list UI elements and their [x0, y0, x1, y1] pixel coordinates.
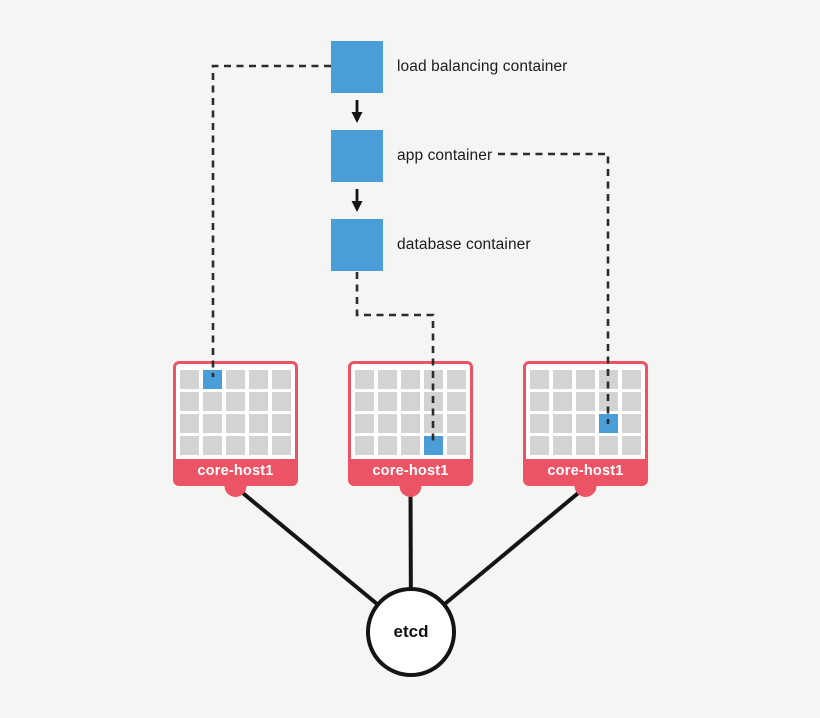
host-grid-cell	[424, 392, 443, 411]
host-grid-cell	[599, 436, 618, 455]
host-grid-cell	[180, 392, 199, 411]
host-box-2: core-host1	[348, 361, 473, 486]
host-grid-cell	[622, 392, 641, 411]
host-grid-cell	[401, 436, 420, 455]
host-grid-cell	[530, 370, 549, 389]
host-grid-cell	[203, 414, 222, 433]
host-grid-cell	[180, 436, 199, 455]
host-grid-cell	[180, 370, 199, 389]
host-grid-cell	[576, 392, 595, 411]
host-grid-cell	[401, 414, 420, 433]
host-grid	[176, 364, 295, 455]
host-grid-cell	[530, 414, 549, 433]
host-grid-cell	[272, 414, 291, 433]
host-grid	[526, 364, 645, 455]
host-grid-cell	[203, 436, 222, 455]
host-grid-cell	[447, 414, 466, 433]
database-container-label: database container	[397, 236, 531, 253]
host-grid-cell	[355, 436, 374, 455]
host-grid-cell	[378, 370, 397, 389]
host-grid-cell	[424, 414, 443, 433]
host-name-banner: core-host1	[351, 459, 470, 483]
load-balancing-container-label: load balancing container	[397, 58, 568, 75]
app-container-label: app container	[397, 147, 493, 164]
host-grid-cell	[622, 414, 641, 433]
host-grid-cell	[249, 436, 268, 455]
host-grid-cell	[272, 392, 291, 411]
host-grid-cell	[249, 414, 268, 433]
host-box-1: core-host1	[173, 361, 298, 486]
host-grid-cell	[226, 414, 245, 433]
host-grid-cell	[622, 370, 641, 389]
host-grid-cell	[249, 392, 268, 411]
host-grid-cell	[355, 414, 374, 433]
host-grid-cell	[378, 436, 397, 455]
host-grid-cell	[530, 436, 549, 455]
host-grid-cell	[553, 414, 572, 433]
host-grid-cell	[272, 370, 291, 389]
host-grid-cell	[576, 414, 595, 433]
host-name-banner: core-host1	[176, 459, 295, 483]
host-grid-cell	[576, 436, 595, 455]
app-container-square	[331, 130, 383, 182]
etcd-label: etcd	[393, 622, 429, 641]
host-grid-cell	[553, 436, 572, 455]
host-box-3: core-host1	[523, 361, 648, 486]
scheduled-container-cell	[599, 414, 618, 433]
host-grid-cell	[447, 370, 466, 389]
scheduled-container-cell	[203, 370, 222, 389]
host-grid	[351, 364, 470, 455]
host-grid-cell	[203, 392, 222, 411]
host-grid-cell	[553, 392, 572, 411]
host-grid-cell	[401, 392, 420, 411]
host-name-banner: core-host1	[526, 459, 645, 483]
host-grid-cell	[355, 392, 374, 411]
host-grid-cell	[272, 436, 291, 455]
host-grid-cell	[530, 392, 549, 411]
host-grid-cell	[226, 392, 245, 411]
load-balancing-container-square	[331, 41, 383, 93]
host-grid-cell	[599, 370, 618, 389]
host-grid-cell	[226, 370, 245, 389]
database-container-square	[331, 219, 383, 271]
host-grid-cell	[401, 370, 420, 389]
host-grid-cell	[378, 414, 397, 433]
host-grid-cell	[424, 370, 443, 389]
host-grid-cell	[355, 370, 374, 389]
host-grid-cell	[576, 370, 595, 389]
host-grid-cell	[447, 392, 466, 411]
host-grid-cell	[447, 436, 466, 455]
host-grid-cell	[378, 392, 397, 411]
host-grid-cell	[180, 414, 199, 433]
scheduled-container-cell	[424, 436, 443, 455]
host-grid-cell	[599, 392, 618, 411]
host-grid-cell	[249, 370, 268, 389]
host-grid-cell	[553, 370, 572, 389]
host-grid-cell	[622, 436, 641, 455]
host-grid-cell	[226, 436, 245, 455]
